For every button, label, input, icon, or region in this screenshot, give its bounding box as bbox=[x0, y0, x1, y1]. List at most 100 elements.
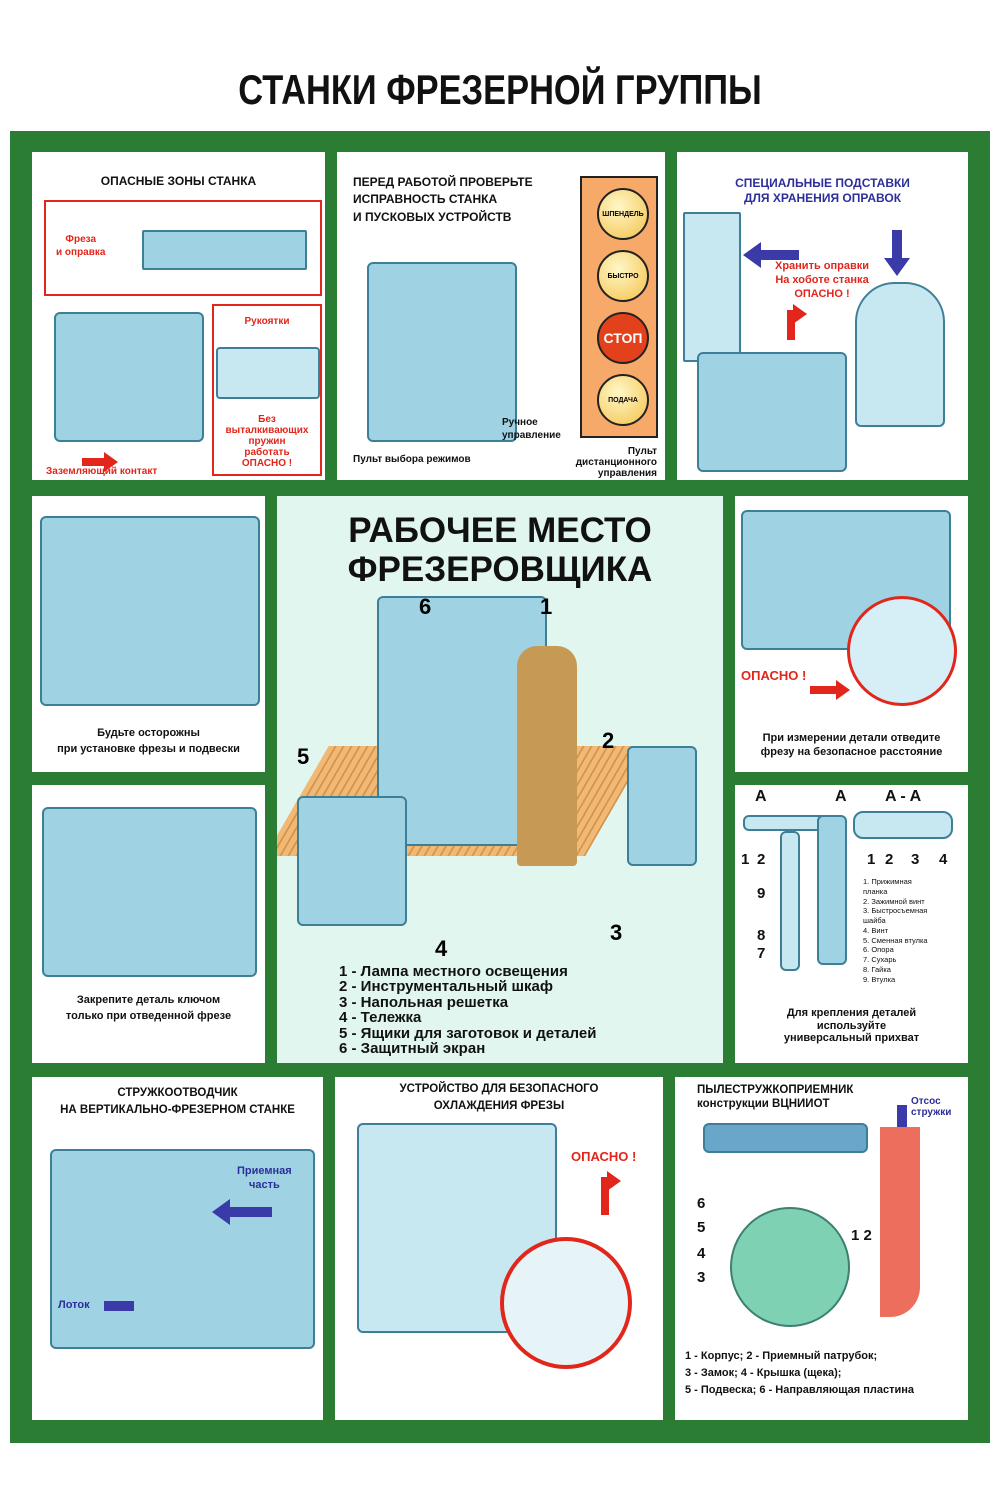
panel-caption: Закрепите деталь ключом только при отвед… bbox=[65, 994, 232, 1022]
panel-cutter-install: Будьте осторожны при установке фрезы и п… bbox=[32, 496, 265, 772]
exhaust-label: Отсос стружки bbox=[911, 1096, 952, 1118]
legend-item: 6 - Защитный экран bbox=[339, 1040, 486, 1058]
panel-heading: СТРУЖКООТВОДЧИК НА ВЕРТИКАЛЬНО-ФРЕЗЕРНОМ… bbox=[60, 1087, 295, 1116]
manual-control-label: Ручное управление bbox=[502, 417, 561, 441]
panel-danger-zones: ОПАСНЫЕ ЗОНЫ СТАНКА Фреза и оправка Руко… bbox=[32, 152, 325, 480]
clamp-screw-illustration bbox=[780, 831, 800, 971]
legend-item: 4 - Тележка bbox=[339, 1009, 422, 1027]
arrow-right-icon bbox=[104, 1301, 134, 1311]
worker-clamping-illustration bbox=[42, 807, 257, 977]
cutter-label: Фреза и оправка bbox=[56, 234, 106, 258]
arrow-right-icon bbox=[810, 680, 850, 700]
callout-1: 1 bbox=[540, 594, 553, 619]
arbor-illustration bbox=[142, 230, 307, 270]
label-9: 9 bbox=[757, 885, 766, 902]
feed-button[interactable]: ПОДАЧА bbox=[597, 374, 649, 426]
callout-2: 2 bbox=[602, 728, 615, 753]
arrow-left-icon bbox=[212, 1199, 272, 1225]
section-mark-a: A bbox=[755, 788, 767, 805]
collector-body-illustration bbox=[730, 1207, 850, 1327]
label-4: 4 bbox=[939, 851, 948, 868]
label-8: 8 bbox=[757, 927, 766, 944]
parts-boxes-illustration bbox=[297, 796, 407, 926]
handles-warning: Без выталкивающих пружин работать ОПАСНО… bbox=[225, 414, 309, 469]
arrow-left-icon bbox=[743, 242, 799, 268]
callout-3: 3 bbox=[610, 920, 623, 945]
panel-heading: УСТРОЙСТВО ДЛЯ БЕЗОПАСНОГО ОХЛАЖДЕНИЯ ФР… bbox=[399, 1083, 599, 1112]
panel-dust-collector: ПЫЛЕСТРУЖКОПРИЕМНИК конструкции ВЦНИИОТ … bbox=[675, 1077, 968, 1420]
label-3: 3 bbox=[697, 1269, 706, 1286]
arbor-rack-illustration bbox=[683, 212, 741, 362]
label-4: 4 bbox=[697, 1245, 706, 1262]
cutter-box bbox=[44, 200, 322, 296]
panel-universal-clamp: A A A - A 1 2 9 8 7 1 2 3 4 1. Прижимная… bbox=[735, 785, 968, 1063]
rapid-button[interactable]: БЫСТРО bbox=[597, 250, 649, 302]
panel-heading: СПЕЦИАЛЬНЫЕ ПОДСТАВКИ ДЛЯ ХРАНЕНИЯ ОПРАВ… bbox=[735, 176, 910, 205]
panel-heading: ПЕРЕД РАБОТОЙ ПРОВЕРЬТЕ ИСПРАВНОСТЬ СТАН… bbox=[353, 175, 533, 224]
handle-illustration bbox=[216, 347, 320, 399]
stop-button[interactable]: СТОП bbox=[597, 312, 649, 364]
chip-remover-illustration bbox=[50, 1149, 315, 1349]
legend-item: 1 - Лампа местного освещения bbox=[339, 963, 568, 980]
legend-item: 3 - Напольная решетка bbox=[339, 993, 509, 1011]
clamp-bushing-illustration bbox=[817, 815, 847, 965]
machine-arm-illustration bbox=[697, 352, 847, 472]
label-2: 2 bbox=[757, 851, 766, 868]
spindle-button[interactable]: ШПЕНДЕЛЬ bbox=[597, 188, 649, 240]
clamp-parts-legend: 1. Прижимная планка 2. Зажимной винт 3. … bbox=[863, 877, 928, 984]
center-heading: РАБОЧЕЕ МЕСТО ФРЕЗЕРОВЩИКА bbox=[347, 511, 653, 589]
center-legend: 1 - Лампа местного освещения 2 - Инструм… bbox=[339, 964, 596, 1057]
label-6: 6 bbox=[697, 1195, 706, 1212]
danger-label: ОПАСНО ! bbox=[571, 1149, 637, 1164]
panel-workplace: РАБОЧЕЕ МЕСТО ФРЕЗЕРОВЩИКА 1 2 3 4 5 6 1… bbox=[277, 496, 723, 1063]
remote-console: ШПЕНДЕЛЬ БЫСТРО СТОП ПОДАЧА bbox=[580, 176, 658, 438]
legend-item: 2 - Инструментальный шкаф bbox=[339, 978, 553, 996]
handles-label: Рукоятки bbox=[244, 316, 290, 327]
receiver-label: Приемная часть bbox=[237, 1165, 292, 1191]
panel-heading: ОПАСНЫЕ ЗОНЫ СТАНКА bbox=[100, 174, 257, 188]
callout-5: 5 bbox=[297, 744, 310, 769]
section-mark-a: A bbox=[835, 788, 847, 805]
clamp-section-illustration bbox=[853, 811, 953, 839]
handles-box bbox=[212, 304, 322, 476]
label-3: 3 bbox=[911, 851, 920, 868]
panel-arbor-storage: СПЕЦИАЛЬНЫЕ ПОДСТАВКИ ДЛЯ ХРАНЕНИЯ ОПРАВ… bbox=[677, 152, 968, 480]
chute-label: Лоток bbox=[58, 1299, 90, 1311]
label-1: 1 bbox=[741, 851, 750, 868]
tool-cabinet-illustration bbox=[627, 746, 697, 866]
label-1: 1 bbox=[867, 851, 876, 868]
arrow-up-icon bbox=[897, 1105, 907, 1139]
arbor-stand-illustration bbox=[855, 282, 945, 427]
callout-6: 6 bbox=[419, 594, 432, 619]
panel-caption: При измерении детали отведите фрезу на б… bbox=[760, 732, 943, 758]
collector-legend: 1 - Корпус; 2 - Приемный патрубок; 3 - З… bbox=[685, 1350, 915, 1397]
ground-label: Заземляющий контакт bbox=[46, 466, 158, 477]
panel-check-machine: ПЕРЕД РАБОТОЙ ПРОВЕРЬТЕ ИСПРАВНОСТЬ СТАН… bbox=[337, 152, 665, 480]
legend-item: 5 - Ящики для заготовок и деталей bbox=[339, 1024, 597, 1042]
poster-title: СТАНКИ ФРЕЗЕРНОЙ ГРУППЫ bbox=[238, 66, 762, 113]
collector-mount-illustration bbox=[703, 1123, 868, 1153]
milling-machine-illustration bbox=[54, 312, 204, 442]
mode-console-label: Пульт выбора режимов bbox=[353, 454, 471, 465]
panel-measuring: ОПАСНО ! При измерении детали отведите ф… bbox=[735, 496, 968, 772]
arrow-icon bbox=[82, 452, 118, 472]
storage-warning: Хранить оправки На хоботе станка ОПАСНО … bbox=[774, 260, 869, 300]
panel-heading: ПЫЛЕСТРУЖКОПРИЕМНИК конструкции ВЦНИИОТ bbox=[697, 1084, 854, 1111]
panel-caption: Для крепления деталей используйте универ… bbox=[783, 1007, 920, 1045]
pipe-illustration bbox=[880, 1127, 920, 1317]
arrow-down-icon bbox=[884, 230, 910, 276]
label-7: 7 bbox=[757, 945, 766, 962]
label-2: 2 bbox=[885, 851, 894, 868]
panel-caption: Будьте осторожны при установке фрезы и п… bbox=[57, 727, 240, 755]
section-title: A - A bbox=[885, 788, 922, 805]
label-1-2: 1 2 bbox=[851, 1227, 872, 1244]
arrow-down-icon bbox=[601, 1171, 621, 1215]
panel-chip-remover: СТРУЖКООТВОДЧИК НА ВЕРТИКАЛЬНО-ФРЕЗЕРНОМ… bbox=[32, 1077, 323, 1420]
panel-safe-cooling: УСТРОЙСТВО ДЛЯ БЕЗОПАСНОГО ОХЛАЖДЕНИЯ ФР… bbox=[335, 1077, 663, 1420]
arrow-down-red-icon bbox=[787, 304, 807, 340]
danger-label: ОПАСНО ! bbox=[741, 668, 807, 683]
label-5: 5 bbox=[697, 1219, 706, 1236]
detail-circle-illustration bbox=[500, 1237, 632, 1369]
callout-4: 4 bbox=[435, 936, 448, 961]
remote-console-label: Пульт дистанционного управления bbox=[575, 446, 657, 479]
